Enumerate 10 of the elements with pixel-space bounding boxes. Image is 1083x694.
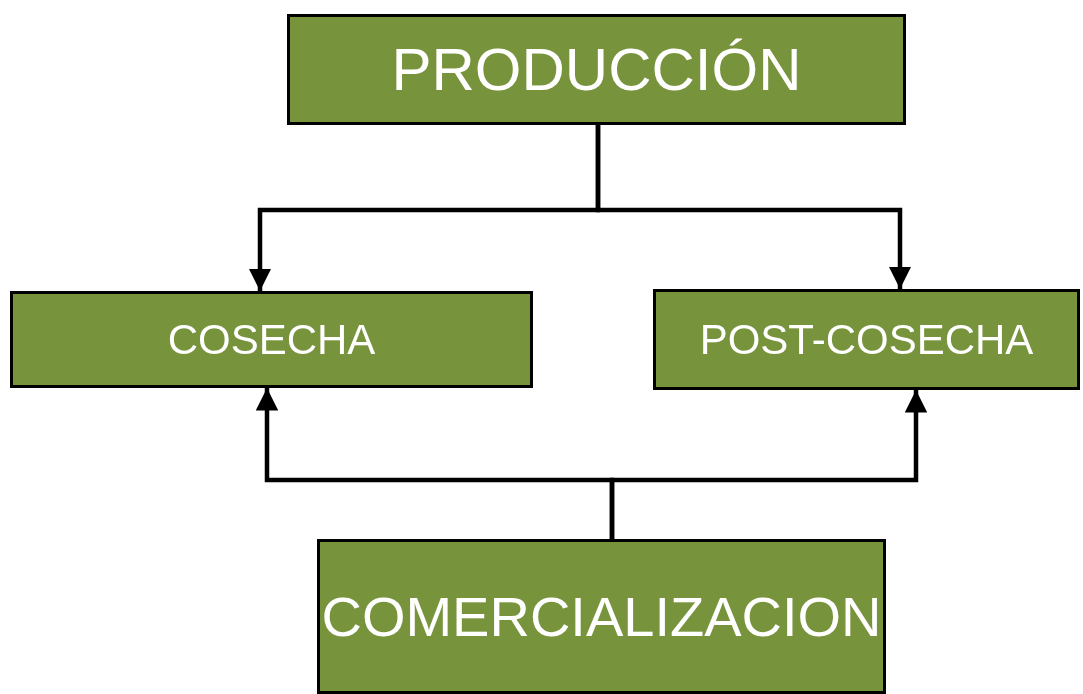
process-box: [317, 539, 886, 694]
box-label: PRODUCCIÓN: [391, 35, 802, 104]
arrow: [595, 125, 912, 289]
box-label: COMERCIALIZACION: [321, 584, 882, 649]
box-label: COSECHA: [167, 315, 376, 364]
process-box: [287, 14, 906, 125]
process-box: [10, 291, 533, 388]
arrow: [609, 390, 928, 539]
box-label: POST-COSECHA: [699, 315, 1034, 364]
process-box: [653, 289, 1080, 390]
